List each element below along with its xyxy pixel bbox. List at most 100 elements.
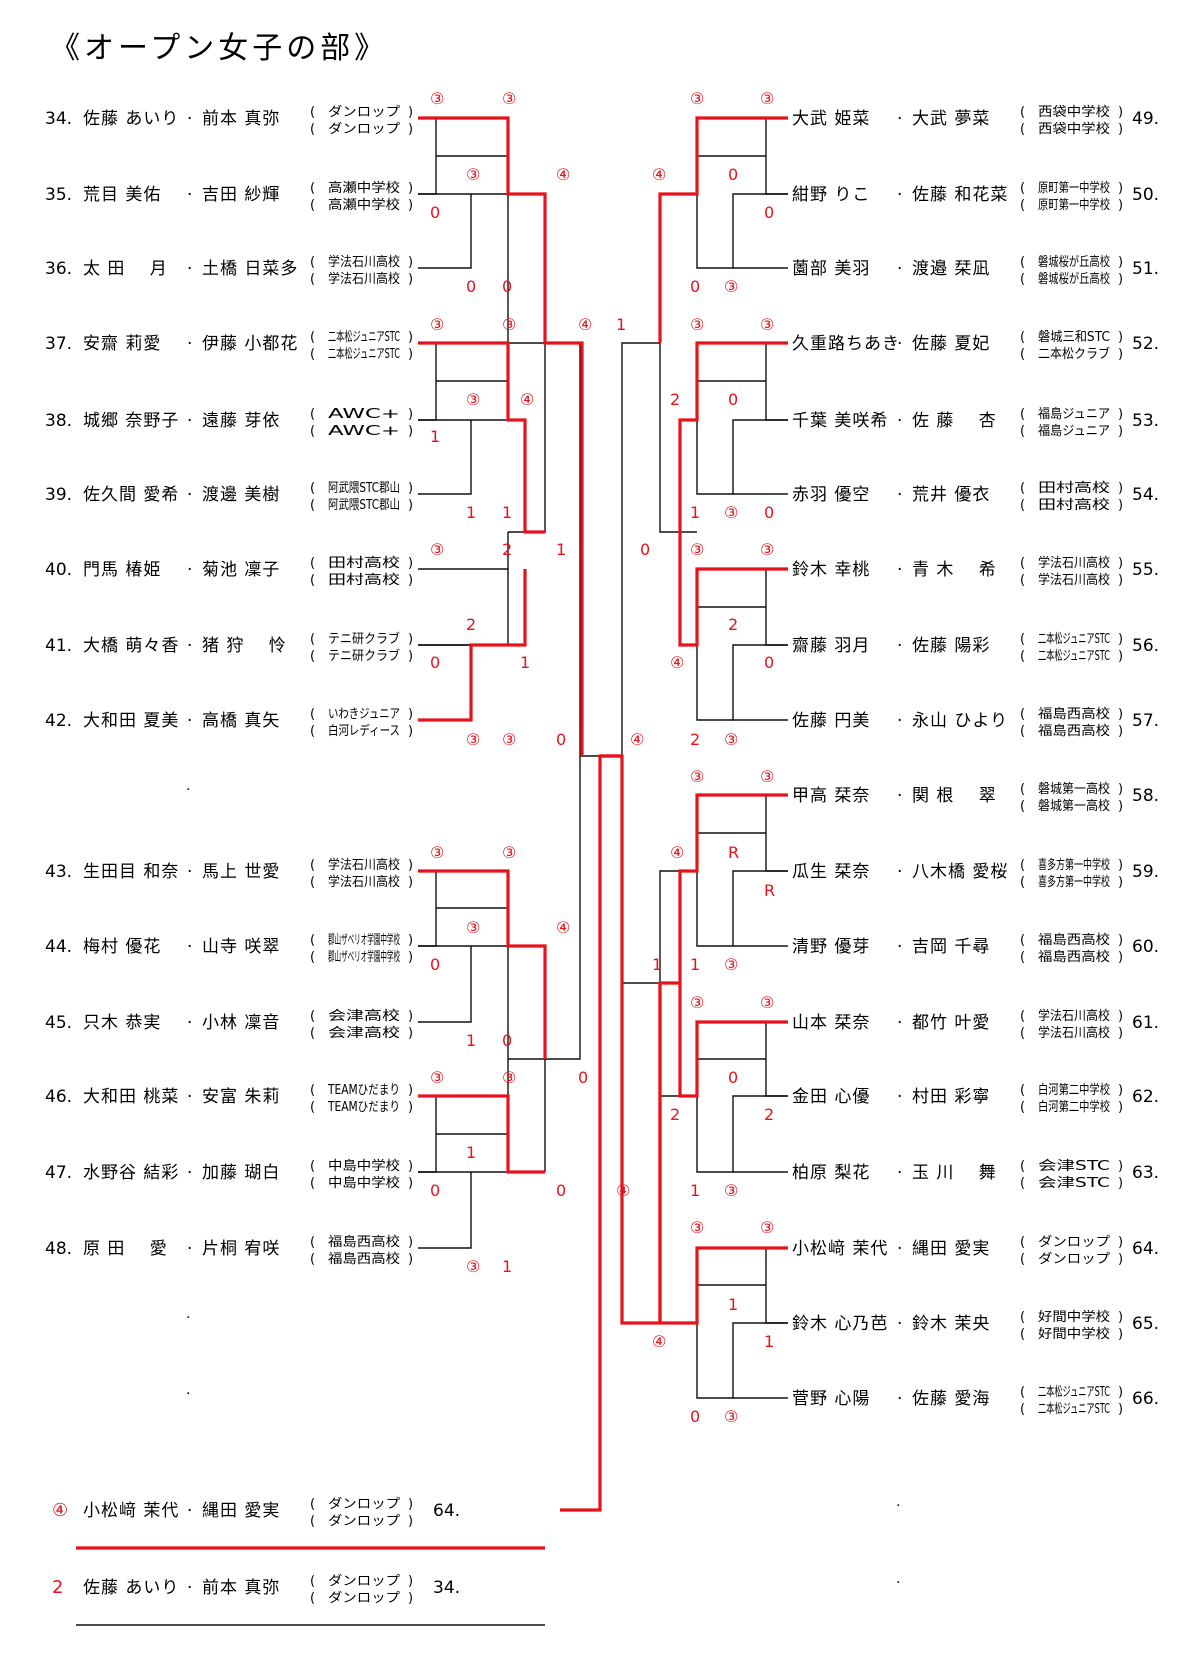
bracket-line — [418, 568, 509, 646]
paren-close: ) — [1118, 105, 1123, 120]
name-separator: · — [897, 485, 902, 505]
player1-name: 小松﨑 茉代 — [792, 1239, 888, 1259]
player-number: 57. — [1132, 711, 1159, 731]
club2-name: 磐城第一高校 — [1038, 798, 1110, 814]
player2-name: 菊池 凜子 — [202, 560, 280, 580]
club2-name: 阿武隈STC郡山 — [328, 498, 400, 513]
match-score: ③ — [724, 1407, 738, 1426]
paren-close: ) — [408, 556, 413, 571]
paren-close: ) — [1118, 1235, 1123, 1250]
player1-name: 大和田 桃菜 — [83, 1087, 179, 1107]
club2-name: テニ研クラブ — [328, 648, 400, 664]
name-separator: · — [187, 862, 192, 882]
club1-name: 郡山ザベリオ学園中学校 — [328, 932, 400, 948]
match-score: ④ — [556, 918, 570, 937]
match-score: R — [728, 843, 739, 862]
player2-name: 玉 川 舞 — [912, 1163, 997, 1183]
match-score: 1 — [764, 1332, 774, 1351]
player2-name: 加藤 瑚白 — [202, 1163, 280, 1183]
paren-open: ( — [1020, 255, 1025, 270]
player1-name: 水野谷 結彩 — [83, 1163, 179, 1183]
paren-close: ) — [408, 1591, 413, 1606]
paren-open: ( — [1020, 782, 1025, 797]
name-separator: · — [187, 711, 192, 731]
player1-name: 佐久間 愛希 — [83, 485, 179, 505]
player-number: 55. — [1132, 560, 1159, 580]
player-number: 46. — [45, 1087, 72, 1107]
club2-name: ダンロップ — [1038, 1252, 1110, 1267]
name-separator: · — [897, 1163, 902, 1183]
paren-open: ( — [1020, 573, 1025, 588]
bracket-line — [418, 1095, 437, 1173]
name-separator: · — [897, 259, 902, 279]
match-score: ③ — [690, 1218, 704, 1237]
paren-close: ) — [1118, 1176, 1123, 1191]
paren-close: ) — [1118, 1083, 1123, 1098]
club2-name: 白河レディース — [328, 723, 400, 739]
match-score: 0 — [764, 503, 774, 522]
paren-close: ) — [1118, 573, 1123, 588]
player1-name: 赤羽 優空 — [792, 485, 870, 505]
match-score: ③ — [760, 89, 774, 108]
spacer-dot: . — [186, 778, 190, 794]
match-score: ③ — [466, 918, 480, 937]
paren-close: ) — [1118, 1100, 1123, 1115]
paren-open: ( — [310, 649, 315, 664]
player-number: 43. — [45, 862, 72, 882]
paren-open: ( — [1020, 950, 1025, 965]
paren-open: ( — [310, 573, 315, 588]
player2-name: 永山 ひより — [912, 711, 1008, 731]
paren-open: ( — [310, 933, 315, 948]
page-title: 《オープン女子の部》 — [50, 31, 388, 66]
club2-name: 福島西高校 — [1038, 949, 1110, 965]
result-score: ④ — [52, 1500, 68, 1521]
player1-name: 大橋 萌々香 — [83, 636, 179, 656]
club1-name: ダンロップ — [1038, 1235, 1110, 1250]
bracket-line — [418, 644, 472, 721]
paren-close: ) — [1118, 272, 1123, 287]
match-score: ③ — [760, 315, 774, 334]
paren-close: ) — [408, 255, 413, 270]
player2-name: 大武 夢菜 — [912, 109, 990, 129]
bracket-line — [765, 1247, 788, 1324]
paren-close: ) — [408, 424, 413, 439]
winner-line — [678, 341, 788, 647]
paren-close: ) — [1118, 198, 1123, 213]
paren-open: ( — [310, 1159, 315, 1174]
match-score: ④ — [616, 1181, 630, 1200]
match-score: ④ — [670, 843, 684, 862]
match-score: ③ — [760, 767, 774, 786]
match-score: 2 — [728, 615, 738, 634]
club1-name: 白河第二中学校 — [1038, 1082, 1110, 1098]
bracket-line — [732, 1095, 788, 1173]
name-separator: · — [187, 1013, 192, 1033]
player2-name: 鈴木 茉央 — [912, 1314, 990, 1334]
paren-close: ) — [408, 632, 413, 647]
paren-close: ) — [1118, 407, 1123, 422]
match-score: ③ — [724, 503, 738, 522]
result-score: 2 — [52, 1577, 63, 1598]
bracket-line — [418, 1171, 472, 1249]
winner-line — [418, 869, 547, 1059]
bracket-line — [765, 794, 788, 872]
paren-open: ( — [1020, 1009, 1025, 1024]
match-score: 1 — [502, 1257, 512, 1276]
paren-open: ( — [310, 1083, 315, 1098]
player-number: 45. — [45, 1013, 72, 1033]
paren-close: ) — [1118, 799, 1123, 814]
player2-name: 前本 真弥 — [202, 109, 280, 129]
paren-close: ) — [408, 858, 413, 873]
player1-name: 大和田 夏美 — [83, 711, 179, 731]
club2-name: ダンロップ — [328, 122, 400, 137]
paren-close: ) — [408, 933, 413, 948]
club1-name: 福島西高校 — [1038, 706, 1110, 722]
player1-name: 柏原 梨花 — [792, 1163, 870, 1183]
paren-close: ) — [408, 330, 413, 345]
paren-close: ) — [1118, 1159, 1123, 1174]
paren-open: ( — [1020, 424, 1025, 439]
